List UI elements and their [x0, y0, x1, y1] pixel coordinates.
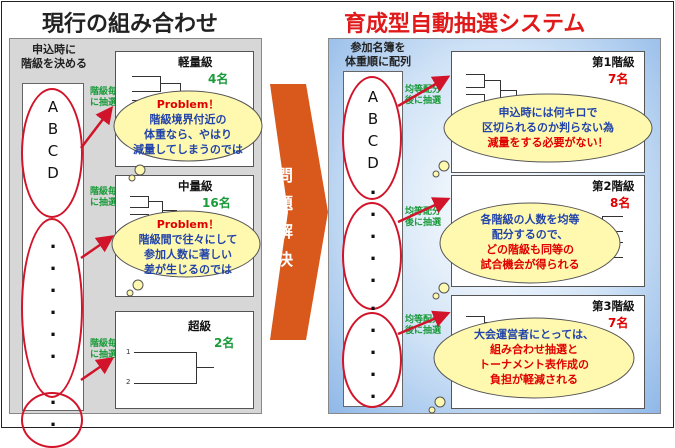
right-group-ellipse-3: [342, 312, 402, 408]
left-dots-bottom: ..: [49, 388, 57, 431]
left-tag-1: 階級毎に抽選: [90, 87, 118, 108]
box-count: 16名: [202, 196, 231, 210]
left-cloud-1-text: Problem！ 階級境界付近の 体重なら、やはり 減量してしまうのでは: [133, 98, 243, 156]
solve-arrow: [270, 84, 328, 340]
box-name: 第1階級: [592, 55, 635, 69]
right-tag-3: 均等配分後に抽選: [405, 315, 442, 336]
box-count: 7名: [608, 72, 629, 86]
right-group-ellipse-2: [342, 202, 402, 310]
arrow-text: 問題解決: [276, 166, 293, 269]
right-cloud-3-text: 大会運営者にとっては、 組み合わせ抽選と トーナメント表作成の 負担が軽減される: [474, 328, 594, 386]
box-count: 8名: [610, 196, 631, 210]
left-column-label: 申込時に 階級を決める: [21, 43, 87, 70]
box-name: 第3階級: [592, 299, 635, 313]
left-box-heavy: 超級 2名 1 2: [115, 311, 254, 409]
right-cloud-2-text: 各階級の人数を均等 配分するので、 どの階級も同等の 試合機会が得られる: [480, 213, 580, 271]
frame: [1, 1, 674, 428]
right-dots-1: .....: [369, 178, 377, 287]
right-title: 育成型自動抽選システム: [344, 12, 586, 37]
right-dots-2: .....: [369, 294, 377, 403]
right-cloud-1-text: 申込時には何キロで 区切られるのか判らない為 減量をする必要がない！: [482, 106, 614, 149]
left-group-ellipse-1: [21, 88, 83, 218]
box-name: 中量級: [178, 179, 213, 193]
right-group-ellipse-1: [342, 76, 402, 200]
left-tag-2: 階級毎に抽選: [90, 187, 118, 208]
box-name: 軽量級: [178, 55, 213, 69]
box-count: 4名: [208, 72, 229, 86]
left-cloud-2-text: Problem！ 階級間で往々にして 参加人数に著しい 差が生じるのでは: [138, 218, 238, 276]
right-column-label: 参加名簿を 体重順に配列: [345, 41, 411, 68]
left-dots: ......: [49, 232, 57, 363]
box-name: 超級: [188, 319, 211, 333]
left-tag-3: 階級毎に抽選: [90, 339, 118, 360]
box-name: 第2階級: [592, 179, 635, 193]
right-tag-2: 均等配分後に抽選: [405, 207, 442, 228]
box-count: 7名: [608, 316, 629, 330]
left-title: 現行の組み合わせ: [42, 12, 219, 37]
red-arrows: [80, 75, 451, 382]
cloud-shapes: [111, 90, 653, 414]
box-count: 2名: [214, 336, 235, 350]
